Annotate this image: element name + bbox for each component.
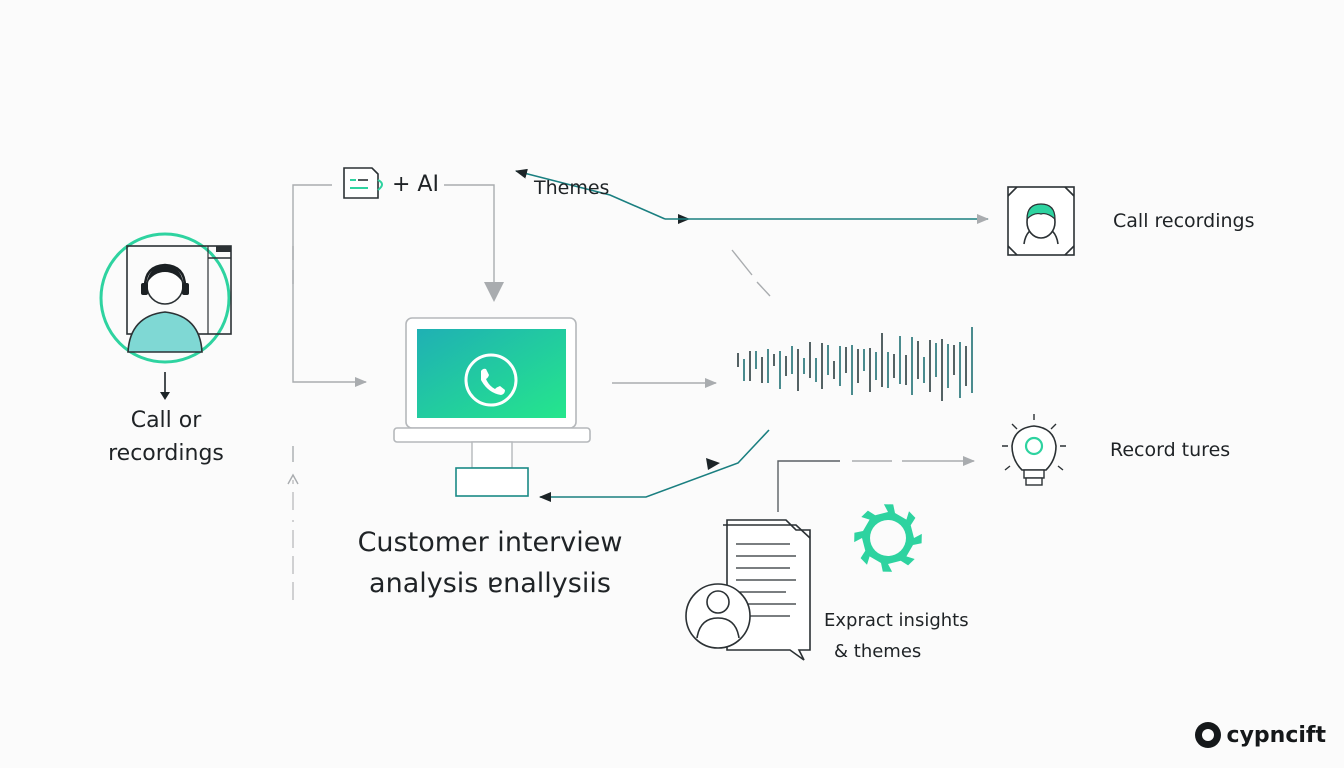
ai-label: + AI — [392, 172, 439, 197]
brand-mark-icon — [1194, 722, 1221, 748]
connector-left-arrow-up — [287, 473, 299, 485]
connector-back-arrow-mid — [706, 458, 720, 470]
user-avatar-icon — [685, 583, 751, 649]
connector-dash-1 — [731, 249, 753, 276]
laptop-icon — [393, 317, 591, 497]
connectors — [160, 168, 989, 600]
lightbulb-icon — [1002, 414, 1066, 486]
themes-label: Themes — [534, 177, 610, 199]
connector-waveform-to-laptop — [539, 429, 770, 502]
diagram-title-line2: analysis ɐnallysiis — [369, 568, 611, 599]
call-or-label: Call or — [130, 408, 202, 433]
connector-ai-to-laptop-top — [444, 184, 495, 284]
document-icon — [343, 167, 383, 199]
connector-ai-to-laptop-left — [292, 184, 367, 387]
gear-icon — [854, 504, 922, 572]
connector-dash-2 — [756, 281, 771, 297]
arrowhead-avatar-down — [160, 392, 170, 400]
headset-person-icon — [99, 232, 232, 364]
extract-label-line1: Expract insights — [824, 610, 969, 631]
audio-waveform-icon — [737, 327, 973, 401]
arrowhead-down — [484, 282, 504, 302]
call-recordings-label: Call recordings — [1113, 210, 1255, 232]
connector-to-themes — [515, 168, 666, 220]
face-frame-icon — [1007, 186, 1075, 256]
brand-name: cypncift — [1226, 722, 1326, 748]
record-tures-label: Record tures — [1110, 439, 1231, 461]
recordings-label: recordings — [108, 441, 224, 466]
connector-report-to-bulb — [777, 460, 840, 512]
brand-logo: cypncift — [1194, 722, 1326, 748]
phone-icon — [464, 353, 518, 407]
extract-label-line2: & themes — [834, 641, 922, 662]
diagram-title-line1: Customer interview — [357, 527, 623, 558]
